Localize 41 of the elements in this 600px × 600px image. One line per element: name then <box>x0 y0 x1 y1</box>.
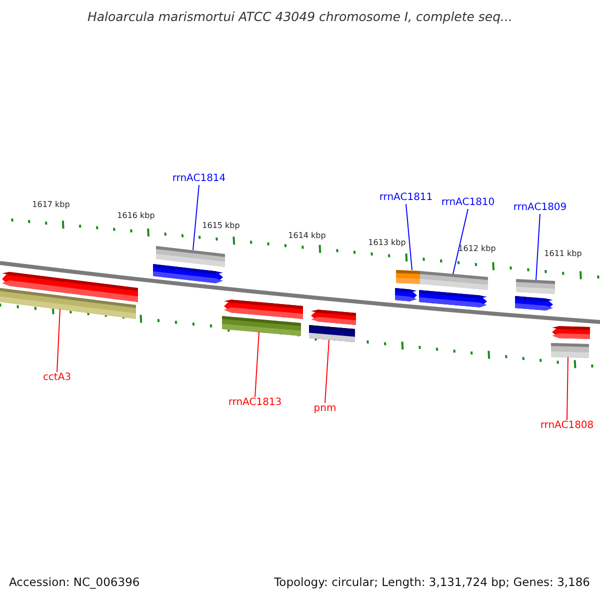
leader-line <box>324 340 330 404</box>
kbp-tick-label: 1614 kbp <box>288 231 326 241</box>
gene-feature-bar <box>396 270 420 284</box>
leader-line <box>566 356 568 420</box>
gene-feature-bar <box>515 296 553 310</box>
gene-feature-bar <box>395 288 417 302</box>
gene-feature-bar <box>153 264 223 284</box>
gene-feature-bar <box>551 343 589 358</box>
accession-text: Accession: NC_006396 <box>9 574 140 591</box>
title: Haloarcula marismortui ATCC 43049 chromosome I, complete seq... <box>88 8 512 26</box>
kbp-tick-label: 1617 kbp <box>32 200 70 210</box>
gene-label: rrnAC1814 <box>172 173 226 185</box>
leader-line <box>192 184 200 250</box>
gene-label: rrnAC1813 <box>228 397 282 409</box>
genome-summary-text: Topology: circular; Length: 3,131,724 bp; Genes: 3,186 <box>274 574 590 591</box>
leader-line <box>536 214 540 280</box>
kbp-tick-label: 1611 kbp <box>544 249 582 259</box>
kbp-tick-label: 1613 kbp <box>368 238 406 248</box>
leader-line <box>452 208 468 274</box>
kbp-tick-label: 1612 kbp <box>458 244 496 254</box>
gene-feature-bar <box>156 246 225 267</box>
leader-line <box>406 204 412 270</box>
gene-label: rrnAC1810 <box>441 197 495 209</box>
leader-line <box>56 308 60 372</box>
kbp-tick-label: 1615 kbp <box>202 221 240 231</box>
gene-feature-bar <box>552 326 590 339</box>
gene-label: rrnAC1808 <box>540 420 594 432</box>
gene-label: pnm <box>314 403 336 415</box>
gene-feature-bar <box>222 316 301 336</box>
gene-label: rrnAC1811 <box>379 192 433 204</box>
gene-label: rrnAC1809 <box>513 202 567 214</box>
gene-label: cctA3 <box>42 372 72 384</box>
gene-feature-bar <box>419 290 487 308</box>
kbp-tick-label: 1616 kbp <box>117 211 155 221</box>
gene-feature-bar <box>311 310 356 325</box>
leader-line <box>254 332 260 398</box>
gene-feature-bar <box>420 271 488 290</box>
gene-feature-bar <box>224 300 303 319</box>
gene-feature-bar <box>516 279 555 294</box>
gene-feature-bar <box>309 325 355 342</box>
gene-feature-bar <box>2 272 138 302</box>
